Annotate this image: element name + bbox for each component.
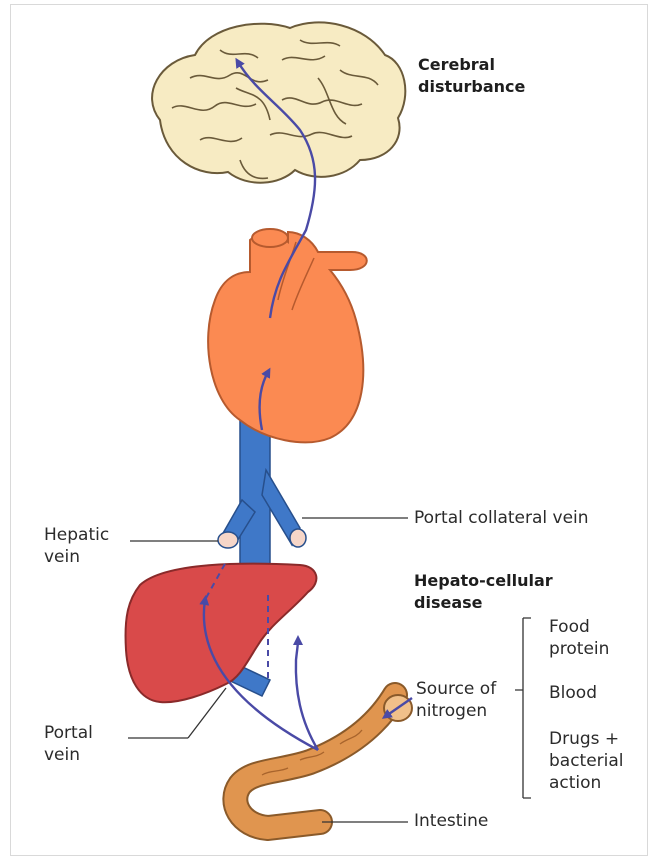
label-hepatic-vein: Hepatic vein — [44, 524, 109, 568]
heart-icon — [208, 229, 367, 442]
label-source-of-nitrogen: Source of nitrogen — [416, 678, 496, 722]
label-drugs-bacterial-action: Drugs + bacterial action — [549, 728, 624, 794]
label-food-protein: Food protein — [549, 616, 609, 660]
label-intestine: Intestine — [414, 810, 488, 832]
brain-icon — [152, 22, 405, 182]
label-portal-vein: Portal vein — [44, 722, 93, 766]
label-blood: Blood — [549, 682, 597, 704]
label-portal-collateral-vein: Portal collateral vein — [414, 507, 589, 529]
liver-icon — [126, 564, 317, 703]
label-cerebral-disturbance: Cerebral disturbance — [418, 54, 525, 98]
label-hepato-cellular-disease: Hepato-cellular disease — [414, 570, 553, 614]
